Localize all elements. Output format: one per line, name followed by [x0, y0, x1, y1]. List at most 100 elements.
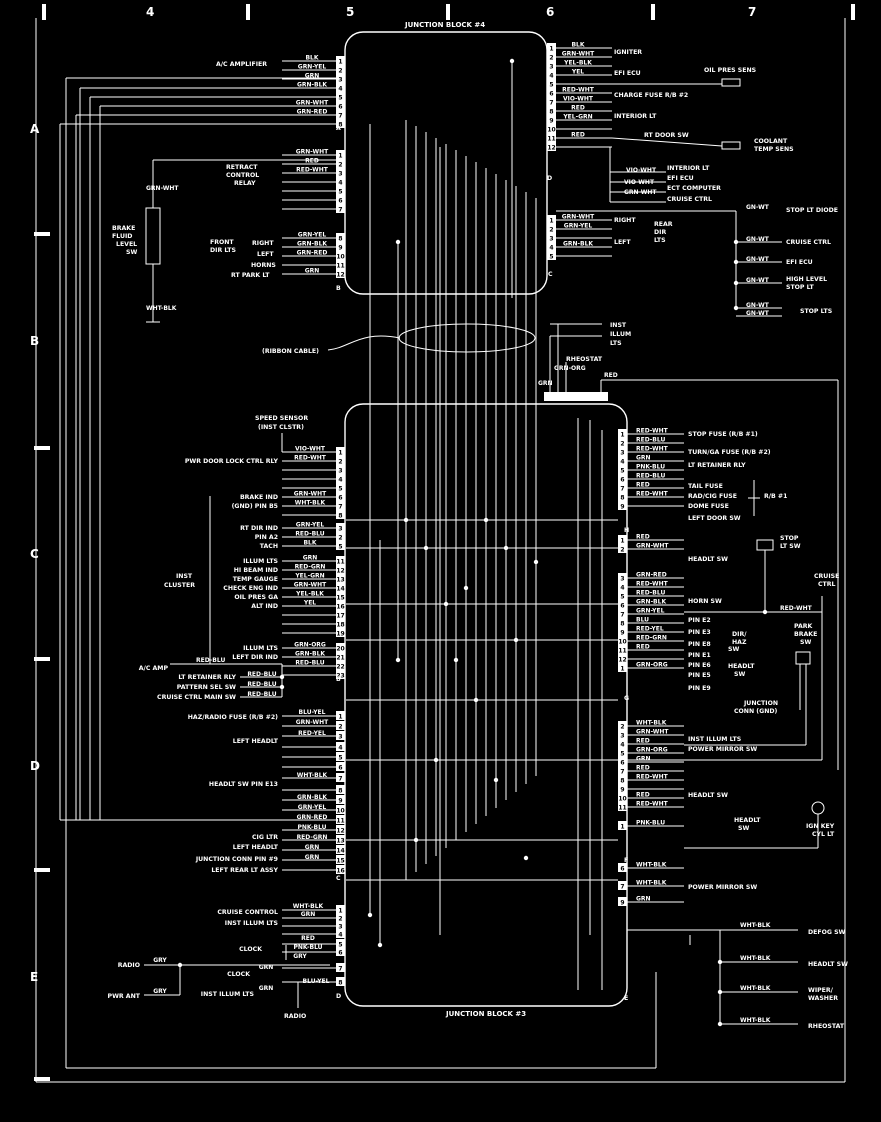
pin-box [336, 456, 345, 465]
junction-block-3-title: JUNCTION BLOCK #3 [445, 1010, 526, 1018]
wire-color: RED [636, 644, 650, 651]
wire-color: GRN-BLK [297, 82, 327, 89]
jb3-right-label: DOME FUSE [688, 503, 729, 510]
oil-pres-sens-label: OIL PRES SENS [704, 67, 756, 74]
ribbon-pin [600, 392, 608, 401]
pin-box [336, 110, 345, 119]
cruise-ctrl-label: CTRL [818, 581, 836, 588]
wire-color: GN-WT [746, 277, 770, 284]
wire-color: YEL-BLK [563, 60, 592, 67]
pin-number: 5 [338, 95, 342, 102]
wire-color: WHT-BLK [740, 955, 771, 962]
pin-box [336, 610, 345, 619]
pin-number: 2 [620, 441, 624, 448]
splice-dot [463, 585, 469, 591]
wire-color: RED [305, 158, 319, 165]
jb3-left-label: ILLUM LTS [243, 558, 278, 565]
splice-dot [717, 959, 723, 965]
pin-box [336, 643, 345, 652]
pin-box [336, 541, 345, 550]
wire-color: RED-WHT [296, 167, 329, 174]
pin-number: 16 [336, 604, 344, 611]
brake-fluid-label: SW [126, 249, 137, 256]
wire-color: GRN-ORG [636, 662, 668, 669]
wire-color: GRN [538, 380, 553, 387]
pin-box [336, 483, 345, 492]
pin-box [336, 921, 345, 930]
wire-color: RED-WHT [562, 87, 595, 94]
wire-color: YEL-GRN [562, 114, 592, 121]
pin-box [618, 501, 627, 510]
pin-box [618, 465, 627, 474]
pin-box [547, 233, 556, 242]
wire-color: GRN [305, 844, 320, 851]
pin-box [336, 233, 345, 242]
jb3-right-label: HEADLT SW [688, 792, 728, 799]
wire-color: GRN-BLK [295, 651, 325, 658]
wiper-label: WIPER/ [808, 987, 834, 994]
misc-label: CRUISE CTRL MAIN SW [157, 694, 236, 701]
right-label: RIGHT [252, 240, 274, 247]
wire-color: WHT-BLK [636, 720, 667, 727]
ect-computer-label: ECT COMPUTER [667, 185, 721, 192]
wiper-label: WASHER [808, 995, 838, 1002]
splice-dot [367, 912, 373, 918]
pin-box [618, 739, 627, 748]
pin-box [336, 661, 345, 670]
wire-color: RED-GRN [636, 635, 667, 642]
pin-number: 14 [336, 848, 344, 855]
pin-box [618, 654, 627, 663]
pin-number: 6 [620, 760, 624, 767]
wire-color: WHT-BLK [146, 305, 177, 312]
cruise-ctrl-label: CRUISE [814, 573, 839, 580]
wire-color: WHT-BLK [297, 772, 328, 779]
wire-color: RED-WHT [636, 428, 669, 435]
pin-box [336, 670, 345, 679]
wire-color: GRN-WHT [294, 582, 327, 589]
pin-number: 1 [549, 46, 553, 53]
pin-number: 3 [338, 171, 342, 178]
wire-color: RED-BLU [636, 473, 665, 480]
pin-number: 1 [338, 450, 342, 457]
pin-box [336, 195, 345, 204]
splice-dot [533, 559, 539, 565]
wire-color: RED-WHT [636, 581, 669, 588]
pin-box [336, 592, 345, 601]
pin-number: 5 [338, 544, 342, 551]
pin-number: 12 [547, 145, 555, 152]
wire-color: RED-WHT [636, 446, 669, 453]
pin-number: 12 [336, 828, 344, 835]
pin-number: 18 [336, 622, 344, 629]
pin-box [336, 74, 345, 83]
pin-box [618, 429, 627, 438]
wire-color: GRN [636, 756, 651, 763]
pin-box [547, 133, 556, 142]
jb3-left-label: LEFT DIR IND [232, 654, 278, 661]
control-label: CONTROL [226, 172, 259, 179]
pin-box [336, 805, 345, 814]
splice-dot [453, 657, 459, 663]
pin-number: 12 [336, 568, 344, 575]
pin-box [618, 492, 627, 501]
tick-left [34, 446, 50, 450]
pin-box [336, 92, 345, 101]
wire-color: GRN-YEL [564, 223, 593, 230]
pin-box [618, 802, 627, 811]
splice-dot [523, 855, 529, 861]
pin-number: 3 [620, 576, 624, 583]
connector-letter: B [336, 285, 341, 292]
headlt-sw-label: HEADLT SW PIN E13 [209, 781, 278, 788]
pin-box [618, 663, 627, 672]
pin-box [618, 636, 627, 645]
wire-color: PNK-BLU [297, 824, 326, 831]
front-dir-label: FRONT [210, 239, 234, 246]
jb3-right-label: PIN E2 [688, 617, 711, 624]
wire-color: RED [636, 792, 650, 799]
wire [611, 137, 723, 147]
jb3-right-label: TAIL FUSE [688, 483, 723, 490]
wire-color: GRN-YEL [298, 64, 327, 71]
pin-box [336, 574, 345, 583]
tick-top [446, 4, 450, 20]
pin-number: 6 [338, 765, 342, 772]
pin-number: 2 [620, 547, 624, 554]
